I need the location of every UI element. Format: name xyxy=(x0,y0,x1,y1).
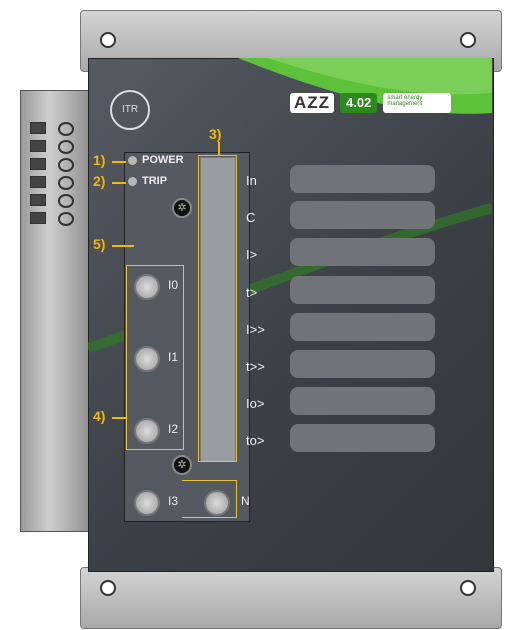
button-n[interactable] xyxy=(204,490,230,516)
terminal-slot xyxy=(30,158,46,170)
terminal-slot xyxy=(30,212,46,224)
param-label-i-gtgt: I>> xyxy=(246,322,265,337)
param-label-io-gt: Io> xyxy=(246,396,265,411)
callout-4-box xyxy=(126,265,184,450)
param-label-c: C xyxy=(246,210,256,225)
terminal-slot xyxy=(30,194,46,206)
terminal-clip xyxy=(58,158,74,172)
bottom-right-mount-hole xyxy=(460,580,476,596)
callout-5: 5) xyxy=(93,236,106,252)
tagline-badge: smart energy management xyxy=(383,93,452,113)
button-i3[interactable] xyxy=(134,490,160,516)
button-i1-label: I1 xyxy=(168,350,179,364)
terminal-clip xyxy=(58,122,74,136)
param-bar xyxy=(290,165,435,193)
callout-2: 2) xyxy=(93,173,106,189)
button-n-label: N xyxy=(241,494,250,508)
screw-icon: ✲ xyxy=(172,198,192,218)
callout-3-box xyxy=(198,155,237,462)
terminal-clip xyxy=(58,176,74,190)
screw-icon: ✲ xyxy=(172,455,192,475)
bottom-mounting-rail xyxy=(80,567,502,629)
param-bar xyxy=(290,424,435,452)
power-label: POWER xyxy=(142,154,184,166)
param-label-t-gt: t> xyxy=(246,285,258,300)
button-i2[interactable] xyxy=(134,418,160,444)
param-bar xyxy=(290,238,435,266)
param-bar xyxy=(290,201,435,229)
button-i3-label: I3 xyxy=(168,494,179,508)
callout-4-line xyxy=(112,417,126,419)
callout-4: 4) xyxy=(93,408,106,424)
trip-led-icon xyxy=(128,177,137,186)
terminal-clip xyxy=(58,212,74,226)
param-bar xyxy=(290,276,435,304)
button-i0-label: I0 xyxy=(168,278,179,292)
param-bar xyxy=(290,387,435,415)
param-label-in: In xyxy=(246,173,257,188)
callout-1-line xyxy=(112,161,126,163)
callout-4-box-ext xyxy=(182,480,237,518)
terminal-slot xyxy=(30,140,46,152)
label-strip xyxy=(200,157,236,462)
button-i1[interactable] xyxy=(134,346,160,372)
param-bar xyxy=(290,313,435,341)
button-i0[interactable] xyxy=(134,274,160,300)
terminal-slot xyxy=(30,122,46,134)
version-badge: 4.02 xyxy=(340,93,378,113)
terminal-clip xyxy=(58,140,74,154)
terminal-slot xyxy=(30,176,46,188)
brand-logo: AZZ xyxy=(290,93,335,113)
bottom-left-mount-hole xyxy=(100,580,116,596)
param-bar xyxy=(290,350,435,378)
button-i2-label: I2 xyxy=(168,422,179,436)
brand-banner: AZZ 4.02 smart energy management xyxy=(290,93,452,113)
callout-2-line xyxy=(112,182,126,184)
param-label-to-gt: to> xyxy=(246,433,265,448)
callout-1: 1) xyxy=(93,152,106,168)
callout-3: 3) xyxy=(209,126,222,142)
top-left-mount-hole xyxy=(100,32,116,48)
terminal-clip xyxy=(58,194,74,208)
top-right-mount-hole xyxy=(460,32,476,48)
trip-label: TRIP xyxy=(142,175,168,187)
param-label-t-gtgt: t>> xyxy=(246,359,265,374)
callout-5-line xyxy=(112,245,134,247)
callout-3-line xyxy=(218,142,220,156)
itr-logo: ITR xyxy=(110,90,150,130)
terminal-block xyxy=(20,90,92,532)
power-led-icon xyxy=(128,156,137,165)
param-label-i-gt: I> xyxy=(246,247,258,262)
